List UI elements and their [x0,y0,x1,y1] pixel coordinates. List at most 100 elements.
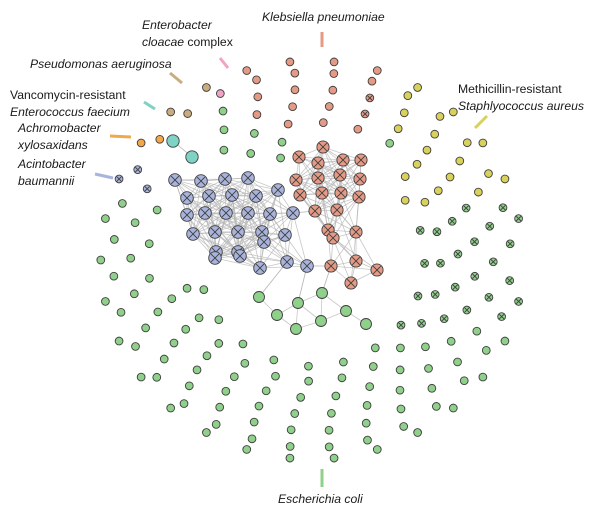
singleton-node [420,259,429,268]
singleton-node-disc [285,442,295,451]
singleton-node [484,292,494,302]
acinetobacter-node [300,259,314,273]
singleton-node-cross-b [486,294,492,301]
acinetobacter-edge [224,178,279,191]
klebsiella-node [334,186,348,200]
singleton-node [328,85,338,95]
singleton-node-cross-b [449,218,455,225]
acinetobacter-node-cross-b [243,173,253,183]
acinetobacter-edge [277,189,286,236]
singleton-node [304,361,313,371]
acinetobacter-edge [214,178,226,233]
singleton-node-disc [478,372,488,382]
label-achromobacter-line2: xylosaxidans [17,138,88,152]
singleton-node [453,357,462,367]
singleton-node-cross-b [455,251,461,257]
singleton-node-disc [183,109,193,118]
klebsiella-node [352,190,366,204]
singleton-node-cross-b [116,176,122,182]
singleton-node [446,336,456,346]
singleton-node-disc [304,361,313,371]
acinetobacter-node [280,255,294,269]
singleton-node [427,383,437,393]
singleton-node [420,197,430,207]
klebsiella-node-cross-b [317,188,327,198]
singleton-node-disc [481,346,491,355]
singleton-node-disc [253,92,263,102]
klebsiella-edge [322,146,362,161]
singleton-node [215,89,225,98]
singleton-node [484,169,493,178]
acinetobacter-node [255,225,269,239]
singleton-node [396,404,406,414]
acinetobacter-edge [192,212,249,235]
singleton-node [109,271,119,281]
singleton-node-disc [288,102,297,112]
singleton-node [331,391,341,401]
acinetobacter-edge [192,180,202,235]
singleton-node [436,258,445,268]
singleton-node-disc [269,355,279,365]
singleton-node [285,453,295,463]
acinetobacter-node-cross-b [182,193,192,203]
singleton-node-disc [399,108,409,118]
singleton-node-disc [329,453,339,463]
singleton-node [214,315,224,325]
singleton-node [433,186,443,196]
acinetobacter-edge [231,194,271,215]
singleton-node-disc [363,435,372,445]
label-acinetobacter-line1: Acintobacter [17,157,87,171]
singleton-node-disc [455,156,465,166]
singleton-node [500,174,510,184]
singleton-node [485,221,495,231]
singleton-node [133,165,143,174]
acinetobacter-edge [239,255,288,263]
singleton-node-cross-b [421,260,428,267]
acinetobacter-edge [263,212,294,243]
singleton-node [277,137,287,147]
singleton-node-disc [372,445,382,454]
ecoli-node-large [316,287,328,299]
singleton-node-disc [249,129,259,138]
singleton-node [362,401,372,410]
acinetobacter-node [208,225,222,239]
singleton-node-disc [202,428,211,437]
acinetobacter-node-cross-b [302,261,312,271]
singleton-node [370,343,380,353]
acinetobacter-node [219,206,233,220]
singleton-node-disc [144,239,154,249]
singleton-node [253,92,263,102]
singleton-node-cross-b [486,223,493,229]
acinetobacter-node-cross-b [227,190,237,200]
singleton-node [202,428,211,437]
singleton-node-disc [101,214,110,223]
singleton-node [130,218,140,228]
ecoli-node-large-disc [271,309,283,321]
klebsiella-node [289,173,303,187]
ecoli-node-large [290,323,302,335]
acinetobacter-node-cross-b [280,230,290,240]
singleton-node [218,106,228,116]
singleton-node-cross-b [506,277,513,284]
singleton-node [202,83,211,92]
klebsiella-node [330,203,344,217]
singleton-node [152,372,162,382]
acinetobacter-edge [261,231,308,267]
singleton-node-disc [221,386,231,396]
singleton-node [252,110,262,119]
singleton-node [445,172,455,182]
singleton-node [400,195,410,205]
singleton-node-disc [131,342,140,351]
singleton-node-disc [413,83,422,92]
acinetobacter-node [241,171,255,185]
singleton-node [118,199,127,208]
singleton-node-disc [424,364,433,373]
acinetobacter-node [208,251,222,265]
klebsiella-node-cross-b [346,278,356,288]
singleton-node [318,118,328,127]
singleton-node [421,342,430,352]
acinetobacter-node-cross-b [188,229,198,239]
singleton-node-disc [152,372,162,382]
singleton-node [290,409,300,418]
singleton-node-cross-b [144,186,150,192]
